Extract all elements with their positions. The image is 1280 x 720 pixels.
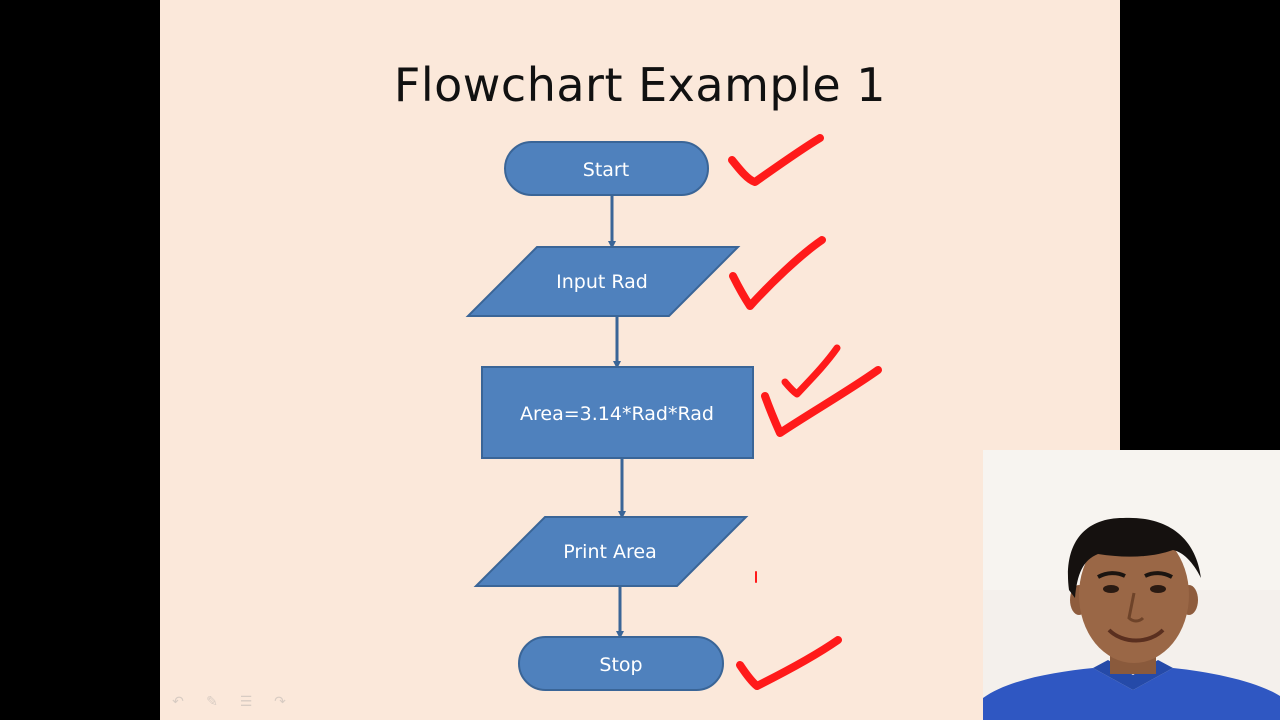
menu-icon[interactable]: ☰: [239, 694, 253, 710]
back-arrow-icon[interactable]: ↶: [172, 694, 184, 710]
node-process-label: Area=3.14*Rad*Rad: [520, 403, 714, 425]
node-stop-label: Stop: [599, 654, 642, 676]
slide-background: [160, 0, 1120, 720]
checkmark-icon: [761, 366, 882, 437]
pen-icon[interactable]: ✎: [206, 694, 218, 710]
slide-title: Flowchart Example 1: [393, 58, 887, 112]
presenter-webcam: [983, 450, 1280, 720]
checkmark-icon: [736, 636, 842, 690]
checkmark-icon: [728, 134, 824, 186]
checkmark-icon: [729, 236, 826, 310]
node-input-label: Input Rad: [556, 271, 648, 293]
node-input: Input Rad: [465, 246, 741, 317]
node-process: Area=3.14*Rad*Rad: [481, 366, 754, 459]
node-stop: Stop: [518, 636, 724, 691]
slideshow-controls: ↶ ✎ ☰ ↷: [168, 694, 290, 710]
forward-arrow-icon[interactable]: ↷: [274, 694, 286, 710]
node-output-label: Print Area: [563, 541, 656, 563]
node-start-label: Start: [583, 159, 629, 181]
annotation-checkmarks: [728, 134, 882, 690]
flowchart: Start Input Rad Area=3.14*Rad*Rad Print …: [465, 134, 882, 691]
node-output: Print Area: [473, 516, 749, 587]
slide: Flowchart Example 1 Start Input Rad Area…: [160, 0, 1120, 720]
presenter-video-icon: [983, 450, 1280, 720]
checkmark-icon: [781, 344, 841, 398]
node-start: Start: [504, 141, 709, 196]
